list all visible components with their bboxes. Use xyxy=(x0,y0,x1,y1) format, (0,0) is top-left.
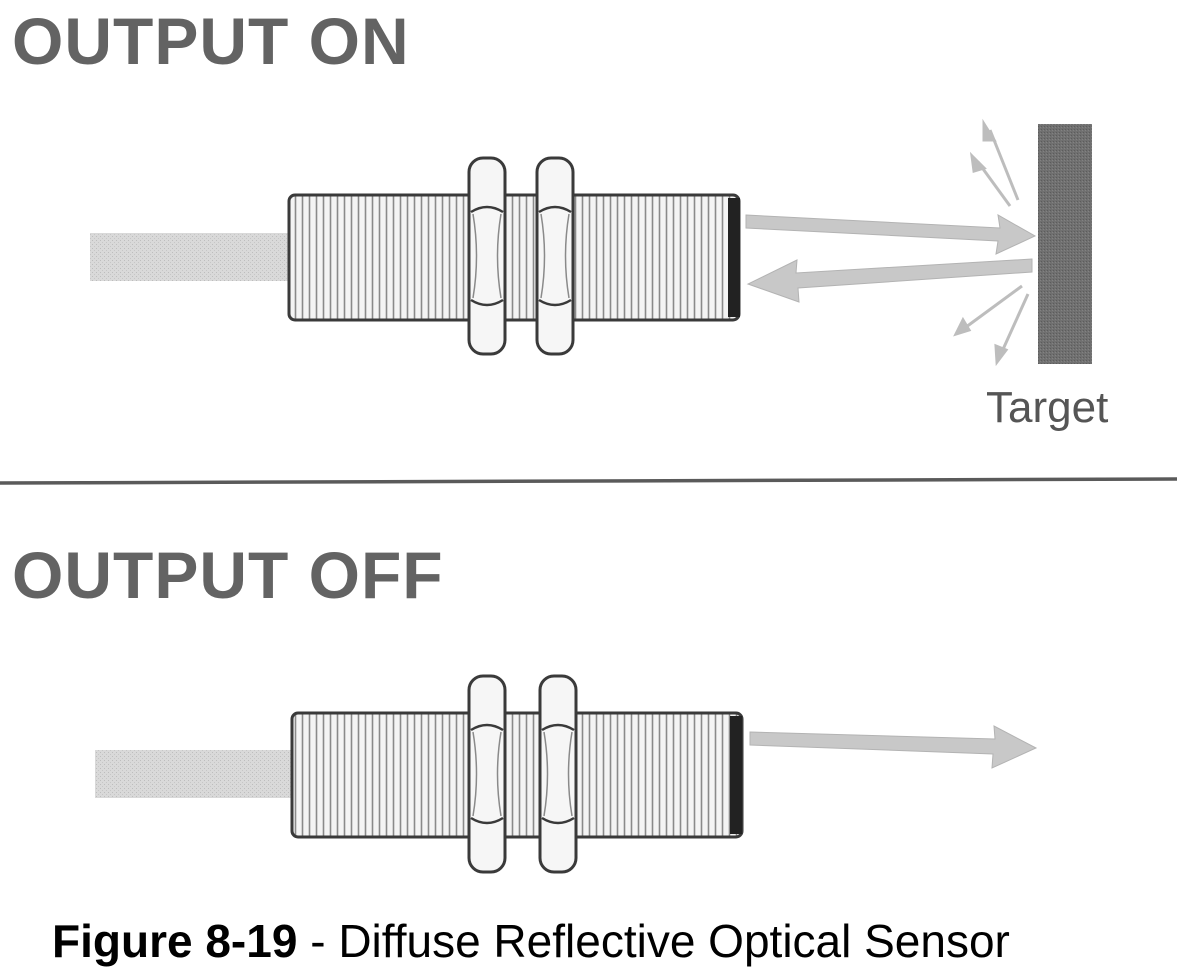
sensor-on xyxy=(90,156,741,356)
sensor-body-on xyxy=(287,193,741,322)
emitted-beam-arrow xyxy=(745,214,1037,255)
hex-nut-right-on xyxy=(535,156,575,356)
hex-nut-left-on xyxy=(467,156,507,356)
emitted-beam-arrow-off xyxy=(749,725,1038,769)
lens-face-off xyxy=(730,716,742,834)
output-on-heading: OUTPUT ON xyxy=(12,4,410,78)
figure-caption: Figure 8-19 - Diffuse Reflective Optical… xyxy=(52,918,1010,964)
cable-off xyxy=(95,750,295,798)
panel-divider xyxy=(0,477,1177,485)
lens-face-on xyxy=(728,198,740,317)
sensor-body-off xyxy=(290,711,744,839)
hex-nut-left-off xyxy=(467,674,507,874)
caption-separator: - xyxy=(297,915,339,967)
hex-nut-right-off xyxy=(538,674,578,874)
cable-on xyxy=(90,233,292,281)
figure-number: Figure 8-19 xyxy=(52,915,298,967)
reflected-beam-arrow xyxy=(746,258,1033,303)
output-off-heading: OUTPUT OFF xyxy=(12,538,444,612)
scatter-arrows xyxy=(953,118,1030,367)
caption-text: Diffuse Reflective Optical Sensor xyxy=(338,915,1010,967)
target-label: Target xyxy=(986,383,1109,432)
target-block xyxy=(1038,124,1092,364)
sensor-off xyxy=(95,674,744,874)
